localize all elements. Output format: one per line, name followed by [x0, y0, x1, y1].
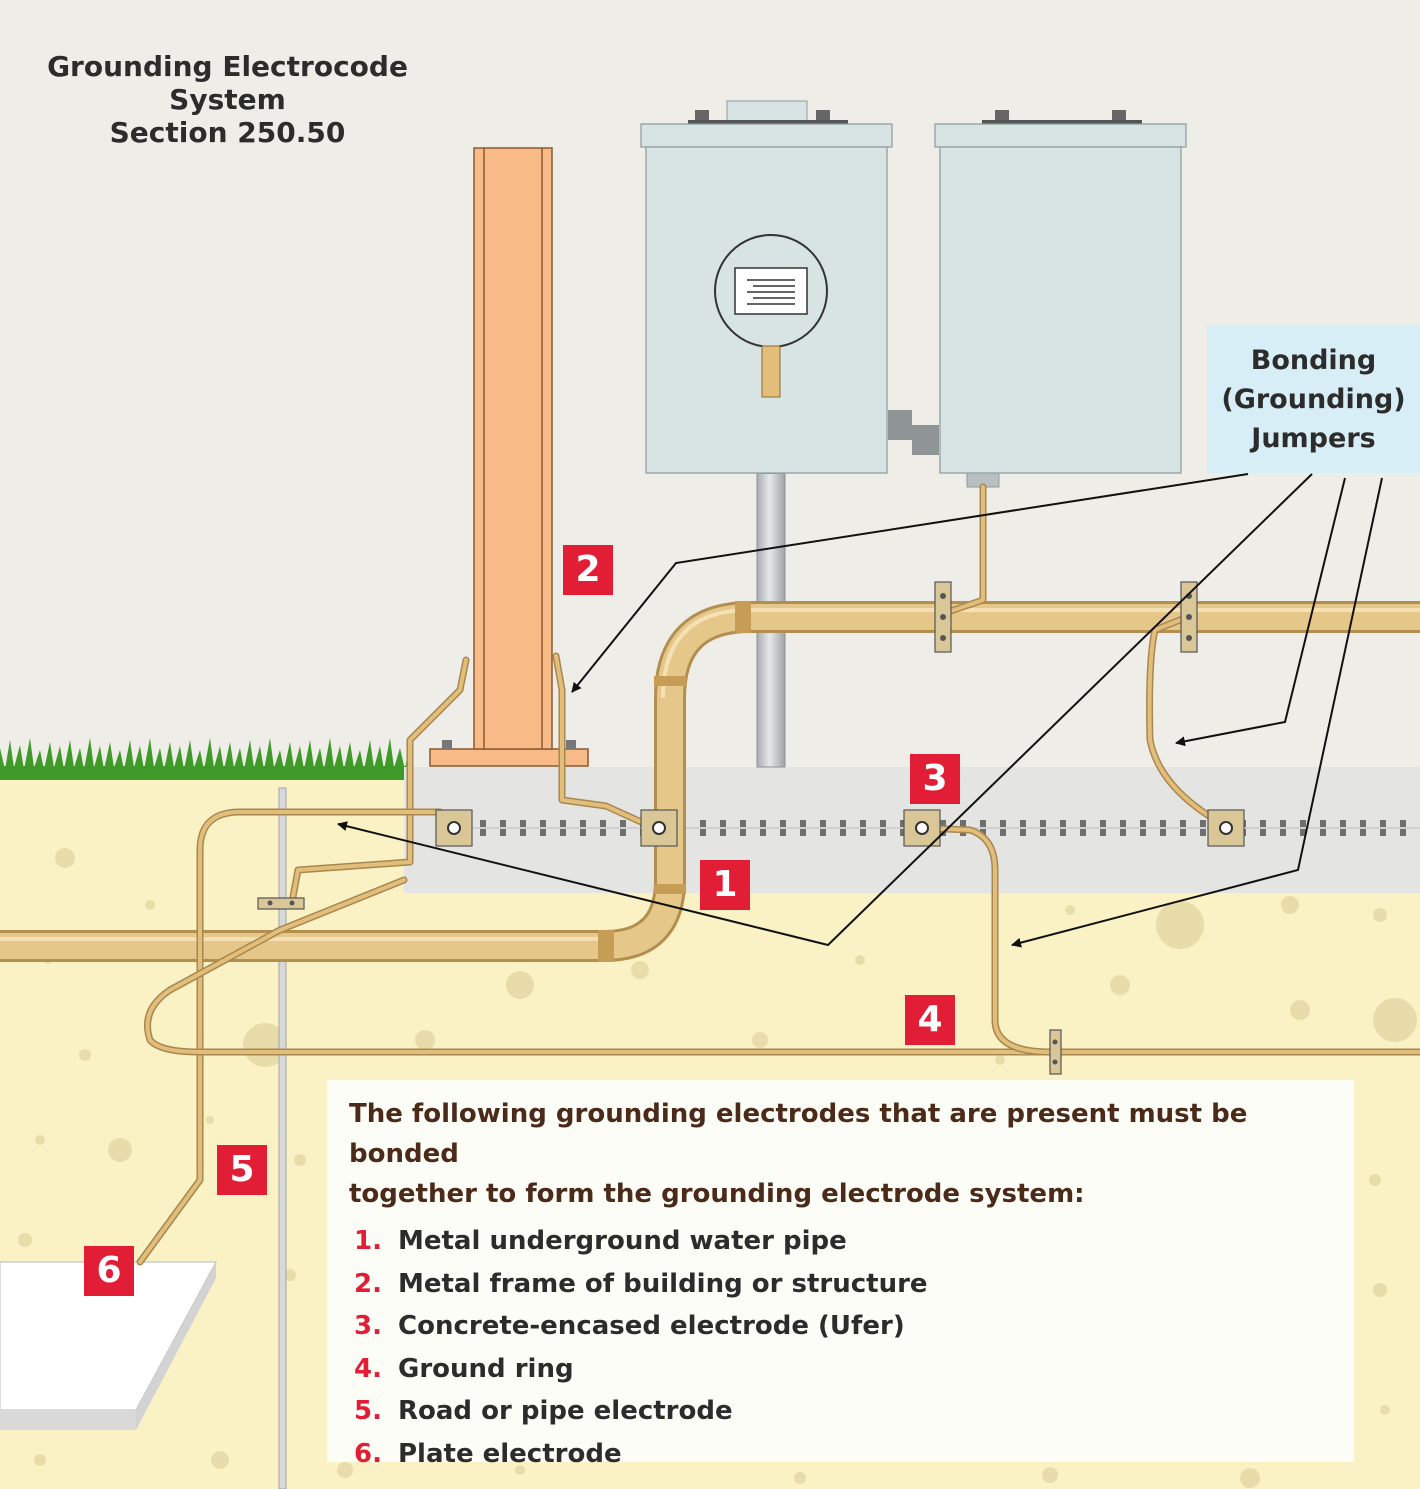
disconnect-enclosure — [934, 110, 1187, 488]
bonding-conductors — [136, 483, 1420, 1266]
legend-intro-line-2: together to form the grounding electrode… — [349, 1179, 1085, 1209]
callout-line-2: (Grounding) — [1221, 383, 1406, 415]
legend-item: 6. Plate electrode — [354, 1433, 1332, 1476]
legend-item: 2. Metal frame of building or structure — [354, 1263, 1332, 1306]
grass-blades — [0, 738, 408, 780]
badge-6: 6 — [84, 1246, 134, 1296]
legend-item-number: 3. — [354, 1311, 382, 1342]
legend-item: 5. Road or pipe electrode — [354, 1390, 1332, 1433]
title-line-2: Section 250.50 — [109, 116, 346, 149]
legend-item: 4. Ground ring — [354, 1348, 1332, 1391]
legend-intro-line-1: The following grounding electrodes that … — [349, 1099, 1248, 1169]
callout-line-1: Bonding — [1250, 344, 1377, 376]
ground-rod — [278, 787, 287, 1489]
bonding-jumpers-callout: Bonding (Grounding) Jumpers — [1207, 325, 1420, 473]
plate-electrode — [0, 1261, 217, 1430]
badge-1: 1 — [700, 860, 750, 910]
legend-item-text: Road or pipe electrode — [398, 1396, 733, 1427]
enclosure-nipple — [888, 410, 939, 455]
steel-column — [429, 147, 589, 767]
arrow-to-column-jumper — [571, 473, 1249, 693]
callout-line-3: Jumpers — [1251, 422, 1376, 454]
legend-box: The following grounding electrodes that … — [327, 1080, 1354, 1469]
badge-3: 3 — [910, 754, 960, 804]
diagram-title: Grounding Electrocode System Section 250… — [0, 50, 455, 149]
legend-item-text: Plate electrode — [398, 1438, 622, 1469]
meter-enclosure — [640, 100, 893, 474]
legend-item-number: 6. — [354, 1438, 382, 1469]
legend-intro: The following grounding electrodes that … — [349, 1094, 1332, 1214]
legend-item-text: Concrete-encased electrode (Ufer) — [398, 1311, 905, 1342]
arrow-to-rebar-jumper — [337, 473, 1313, 947]
arrow-to-pipe-jumper — [1175, 477, 1346, 747]
legend-item-number: 5. — [354, 1396, 382, 1427]
clamps — [257, 581, 1245, 1075]
soil-texture — [18, 848, 1417, 1488]
legend-item-text: Ground ring — [398, 1353, 574, 1384]
title-line-1: Grounding Electrocode System — [47, 50, 408, 116]
legend-item-text: Metal frame of building or structure — [398, 1268, 928, 1299]
legend-item-number: 1. — [354, 1226, 382, 1256]
legend-item-number: 2. — [354, 1268, 382, 1299]
legend-item-text: Metal underground water pipe — [398, 1226, 847, 1256]
badge-4: 4 — [905, 995, 955, 1045]
badge-2: 2 — [563, 545, 613, 595]
jumper-arrows — [337, 473, 1383, 948]
legend-item-number: 4. — [354, 1353, 382, 1384]
legend-list: 1. Metal underground water pipe 2. Metal f… — [349, 1220, 1332, 1476]
water-pipe — [0, 601, 1420, 962]
legend-item: 1. Metal underground water pipe — [354, 1220, 1332, 1263]
badge-5: 5 — [217, 1145, 267, 1195]
arrow-to-ring-jumper — [1011, 477, 1383, 948]
legend-item: 3. Concrete-encased electrode (Ufer) — [354, 1305, 1332, 1348]
